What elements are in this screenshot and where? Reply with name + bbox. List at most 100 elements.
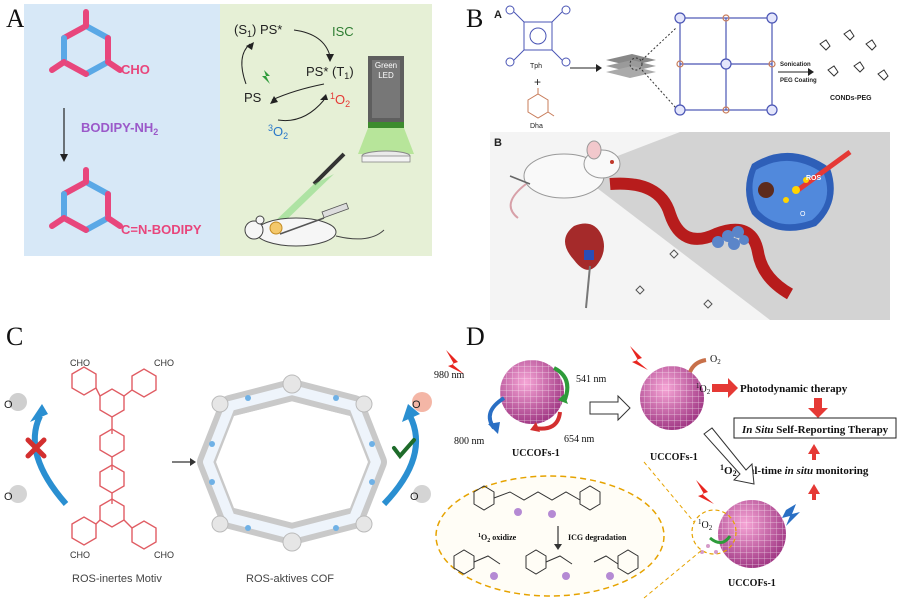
cof-hexagonal-pore: [197, 374, 387, 552]
superoxide-label-left: O: [4, 399, 13, 411]
peg-coating-label: PEG Coating: [780, 78, 817, 84]
mouse-illustration-b: [509, 140, 621, 219]
oxygen-input-arrow: [688, 358, 707, 373]
diagonal-process-arrow: [703, 427, 755, 485]
panel-d-letter: D: [466, 322, 485, 351]
triplet-state-label: PS* (T1): [306, 64, 354, 81]
zoom-line-a: [643, 461, 695, 523]
pdt-arrow: [712, 378, 738, 398]
cof-lattice-structure: [674, 12, 778, 116]
singlet-oxygen-label: 1O2: [330, 91, 350, 109]
isc-arrowhead: [326, 54, 334, 62]
wavelength-980-label: 980 nm: [434, 370, 465, 381]
oxygen-conversion-arrow: [277, 99, 325, 122]
oxygen-label-b: O: [800, 211, 806, 218]
blocked-arrowhead: [30, 404, 48, 422]
self-reporting-therapy-label: In Situ Self-Reporting Therapy: [741, 424, 889, 436]
icg-fragment-spheres: [490, 572, 614, 580]
panel-b-diagram: A Tph + Dha Sonication PEG Coating: [490, 5, 890, 320]
aldehyde-label-top-right: CHO: [154, 358, 174, 368]
uccofs-sphere-right-grid: [640, 366, 704, 430]
panel-c-letter: C: [6, 322, 24, 351]
isc-arrow: [293, 29, 331, 57]
aldehyde-label-top-left: CHO: [70, 358, 90, 368]
singlet-release-arrow: [709, 535, 732, 544]
singlet-state-label: (S1) PS*: [234, 22, 282, 39]
cof-hexagon-top: [49, 9, 123, 77]
laser-pointer: [272, 152, 346, 226]
active-arrow: [381, 414, 419, 507]
reagent-label: BODIPY-NH2: [81, 120, 158, 137]
led-label-line1: Green: [375, 61, 397, 70]
green-led-lamp: [358, 56, 414, 163]
self-reporting-therapy-box: [733, 417, 897, 439]
plus-sign: +: [534, 75, 541, 89]
blood-vessel: [609, 177, 794, 300]
ros-label: ROS: [806, 175, 822, 182]
oxygen-particle-right: [413, 485, 431, 503]
dha-structure: [527, 88, 555, 119]
laser-bolt-right: [630, 346, 648, 370]
green-light-icon: [262, 70, 270, 84]
singlet-oxygen-label-bottom: 1O2: [698, 518, 713, 532]
ps-ground-label: PS: [244, 90, 262, 105]
sonication-label: Sonication: [780, 62, 811, 68]
singlet-oxidize-label: 1O2 oxidize: [478, 533, 517, 544]
process-arrow: [589, 394, 631, 422]
panel-a-left-background: [24, 4, 220, 256]
superoxide-particle-left: [9, 393, 27, 411]
aldehyde-label-bottom-right: CHO: [154, 550, 174, 560]
blocked-arrow: [31, 414, 69, 506]
terpyridine-molecule: [71, 366, 157, 550]
uccofs-sphere-bottom-grid: [718, 500, 786, 568]
green-emission-arrowhead: [558, 394, 568, 404]
uccofs-label-bottom: UCCOFs-1: [728, 578, 776, 589]
icg-degradation-label: ICG degradation: [568, 533, 627, 542]
conds-peg-label: CONDs-PEG: [830, 95, 872, 102]
oxygen-label-right: O: [410, 491, 419, 503]
oxygen-label-top: O2: [710, 354, 721, 366]
zoom-line-b: [643, 549, 703, 599]
panel-a-diagram: CHO BODIPY-NH2 C=N-BODIPY (S1) PS* ISC P…: [24, 4, 432, 256]
icg-zoom-ellipse: [435, 475, 665, 597]
uccofs-label-left: UCCOFs-1: [512, 448, 560, 459]
ros-active-caption: ROS-aktives COF: [246, 573, 334, 585]
stacked-cof-sheets: [606, 54, 656, 78]
red-cross-icon: [25, 437, 47, 459]
panel-c-diagram: O O CHO CHO CHO CHO: [4, 358, 432, 585]
zoom-line-bottom: [641, 69, 677, 109]
led-label-line2: LED: [378, 71, 394, 80]
panel-d-diagram: 980 nm 541 nm 800 nm 654 nm UCCOFs-1 O2 …: [434, 346, 897, 599]
cof-hexagon-bottom: [49, 167, 123, 233]
blue-bolt-bottom: [782, 504, 800, 526]
aldehyde-label: CHO: [121, 62, 150, 77]
scattered-particles-b: [635, 249, 713, 309]
energy-transfer-arrowhead: [270, 96, 278, 104]
superoxide-label-right: O: [412, 399, 421, 411]
oxygen-particle-left: [9, 485, 27, 503]
mouse-illustration: [244, 202, 385, 247]
tph-label: Tph: [530, 63, 542, 70]
imine-label: C=N-BODIPY: [121, 222, 202, 237]
isc-label: ISC: [332, 24, 354, 39]
panel-b-sub-b-label: B: [494, 137, 502, 149]
zoom-line-top: [641, 27, 677, 61]
icg-molecule-top: [473, 485, 601, 511]
conds-peg-particles: [819, 29, 889, 81]
monitoring-feed-arrow: [808, 484, 820, 500]
blue-emission-arrowhead: [488, 422, 500, 434]
laser-bolt-bottom: [696, 480, 714, 504]
sonication-arrowhead: [808, 68, 814, 76]
superoxide-particle-right: [412, 392, 432, 412]
zoom-circle: [691, 509, 737, 555]
uccofs-label-right: UCCOFs-1: [650, 452, 698, 463]
panel-b-letter: B: [466, 4, 484, 33]
panel-b-sub-a-label: A: [494, 9, 502, 21]
icg-fragments: [453, 549, 639, 575]
icg-molecule-top-spheres: [514, 508, 556, 518]
oxygen-label-left: O: [4, 491, 13, 503]
wavelength-654-label: 654 nm: [564, 434, 595, 445]
red-emission-arrowhead: [530, 422, 540, 432]
oxygen-conversion-arrowhead: [320, 94, 328, 100]
kidney-illustration: [565, 223, 604, 309]
